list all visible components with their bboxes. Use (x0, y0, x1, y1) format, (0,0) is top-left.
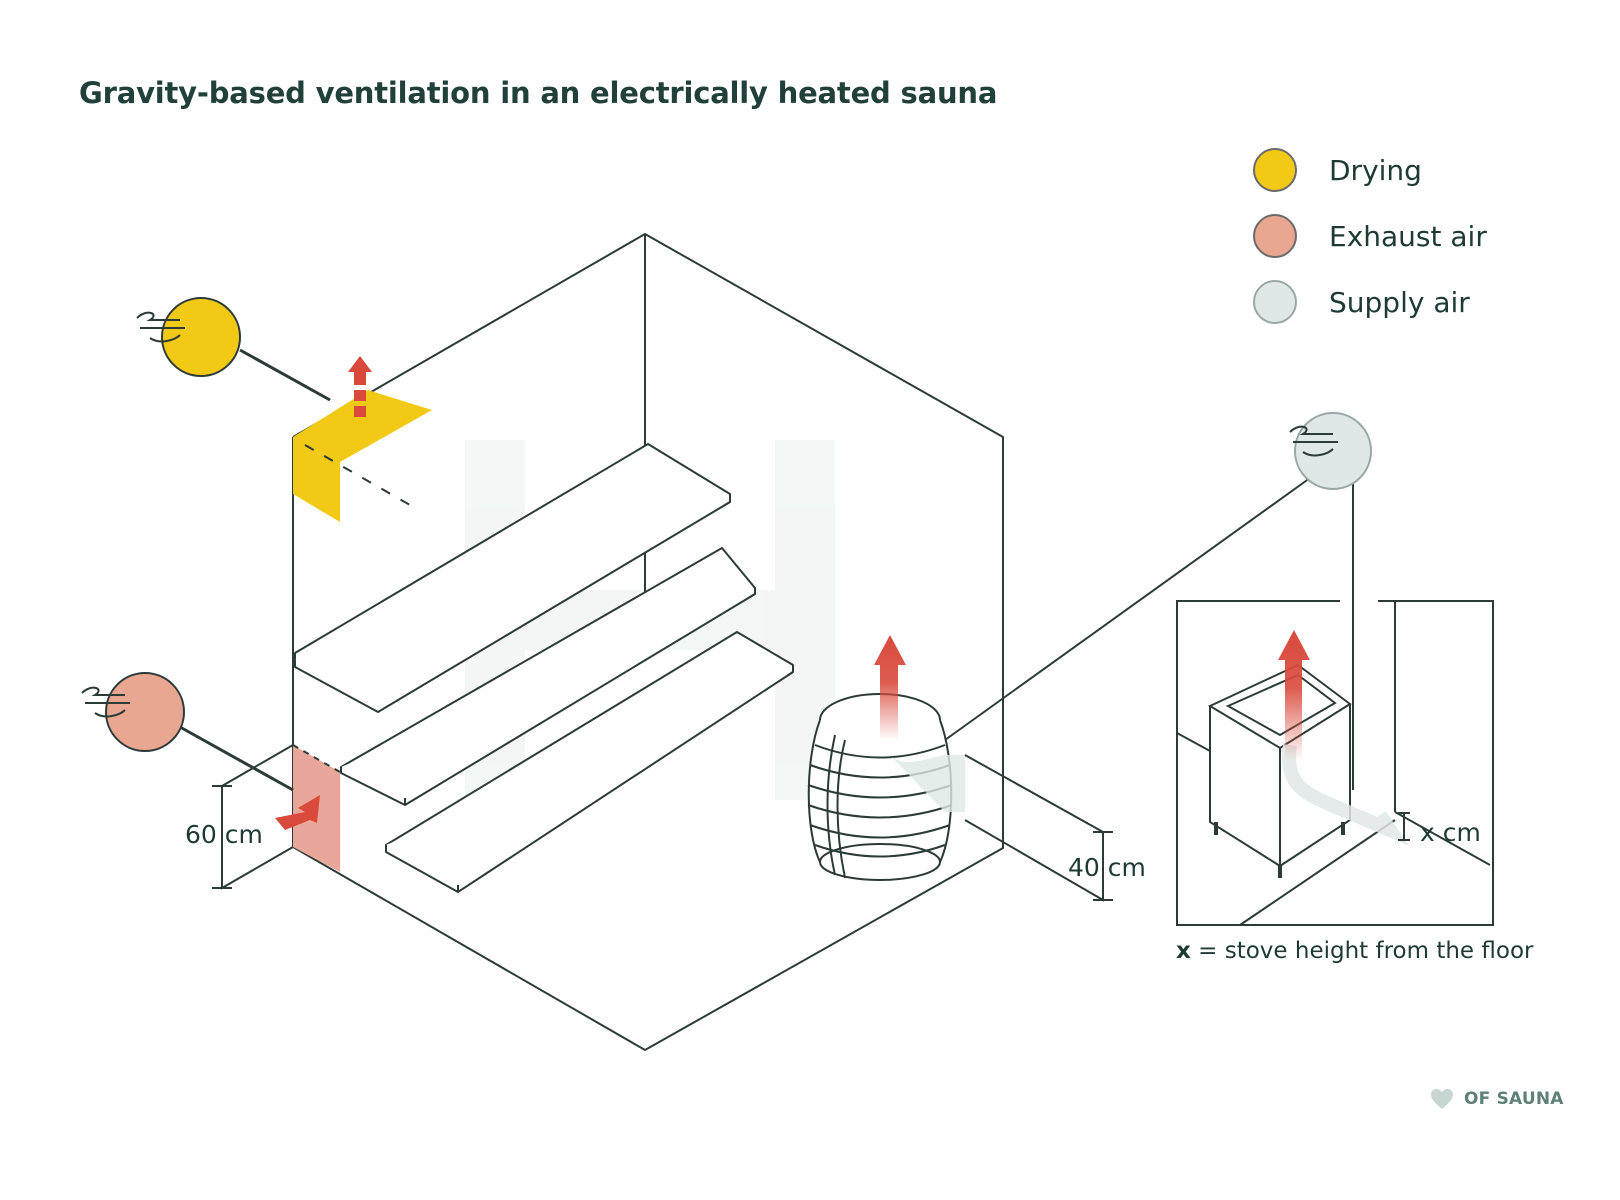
drying-arrow (348, 356, 372, 417)
stove-height-label: x cm (1420, 818, 1481, 847)
wind-icon (81, 686, 130, 718)
drying-marker (136, 297, 241, 377)
exhaust-marker (81, 672, 185, 752)
supply-air-swatch (1253, 280, 1297, 324)
inset-height-marker (1398, 812, 1410, 841)
legend-label: Supply air (1329, 285, 1470, 319)
exhaust-arrow (275, 795, 320, 830)
dimension-lines (212, 744, 1113, 902)
leader-lines (179, 348, 1354, 792)
supply-marker (1289, 412, 1372, 490)
note-text: = stove height from the floor (1190, 938, 1534, 964)
exhaust-height-label: 60 cm (185, 820, 263, 849)
legend-label: Exhaust air (1329, 219, 1487, 253)
brand-text: OF SAUNA (1464, 1089, 1564, 1109)
inset-supply-stream (1282, 744, 1409, 846)
legend-item-drying: Drying (1253, 148, 1487, 192)
wind-icon (136, 311, 185, 343)
legend-label: Drying (1329, 153, 1422, 187)
diagram-title: Gravity-based ventilation in an electric… (79, 76, 998, 110)
stove-height-note: x = stove height from the floor (1176, 938, 1534, 964)
legend: Drying Exhaust air Supply air (1253, 148, 1487, 346)
wind-icon (1289, 425, 1338, 457)
heart-icon (1431, 1089, 1453, 1109)
drying-vent (293, 390, 432, 522)
legend-item-supply-air: Supply air (1253, 280, 1487, 324)
supply-height-label: 40 cm (1068, 853, 1146, 882)
flow-arrows (275, 356, 906, 830)
inset-heat-arrow (1278, 630, 1310, 760)
stove-detail-inset (1176, 600, 1494, 926)
brand-logo: OF SAUNA (1430, 1088, 1564, 1110)
drying-swatch (1253, 148, 1297, 192)
stove-heat-arrow (874, 635, 906, 740)
legend-item-exhaust-air: Exhaust air (1253, 214, 1487, 258)
exhaust-air-swatch (1253, 214, 1297, 258)
benches (294, 443, 794, 893)
supply-air-stream (885, 750, 965, 812)
note-symbol: x (1176, 938, 1191, 964)
